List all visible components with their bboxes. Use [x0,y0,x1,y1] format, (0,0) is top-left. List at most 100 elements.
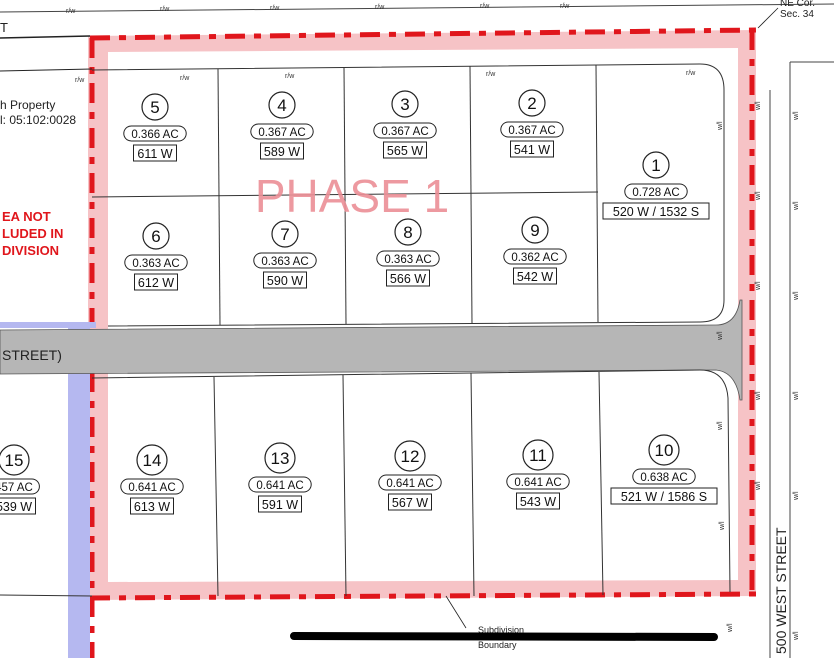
south-block-outline [91,369,731,593]
wl-marker: w/l [717,421,724,431]
lot-address-box [383,141,427,159]
lot-line-s2 [342,374,347,597]
rw-marker: r/w [66,8,76,15]
lot-address-box [388,493,432,511]
lot-number-circle [642,151,670,179]
lot-address: 566 W [390,272,426,286]
lot-address: 613 W [134,500,170,514]
lot-line-s3 [470,372,475,597]
lot-address: 542 W [517,270,553,284]
wl-marker: w/l [793,631,800,641]
lot-number-circle [142,222,170,250]
lot-number: 12 [401,447,420,466]
lot-acreage: 0.363 AC [261,256,308,268]
north-street-stub: T [0,20,8,35]
lot-acreage: 0.367 AC [258,127,305,139]
lot-acreage: 0.363 AC [384,254,431,266]
lot-number: 1 [651,156,660,175]
lot-number: 8 [403,223,412,242]
rw-marker: r/w [560,3,570,10]
lot-acreage: 0.641 AC [386,478,433,490]
lot-address: 539 W [0,500,32,514]
lot-line-s1 [213,376,219,597]
blue-strip-horizontal [0,322,96,328]
lot-address-box [386,269,430,287]
lot-acreage: 0.363 AC [132,258,179,270]
rw-marker: r/w [375,4,385,11]
lot-line-n4 [595,64,599,323]
lot-number-circle [394,218,422,246]
lot-15[interactable]: 15457 AC539 W [0,444,40,515]
north-road-line-top [0,3,834,13]
lot-address-box [134,273,178,291]
lot-address-box [130,497,174,515]
lot-address-box [510,140,554,158]
wl-marker: w/l [793,111,800,121]
excluded-note-1: EA NOT [2,209,51,224]
lot-acreage: 457 AC [0,482,33,494]
lot-number-circle [394,440,426,472]
lot-line-n1 [217,68,221,326]
lot-acreage: 0.367 AC [508,125,555,137]
street-name-left: STREET) [2,347,62,363]
boundary-leader [445,595,467,629]
lot-acreage-pill [124,254,188,271]
wl-marker: w/l [793,391,800,401]
lot-address: 521 W / 1586 S [621,490,707,504]
boundary-dash-south [89,591,757,601]
boundary-label-1: Subdivision [478,625,524,635]
rw-marker: r/w [160,6,170,13]
lot-acreage-pill [632,468,696,485]
lot-address: 589 W [264,145,300,159]
lot-line-n2 [343,67,347,325]
lot-acreage-pill [376,250,440,267]
rw-marker: r/w [75,77,85,84]
rw-marker: r/w [180,75,190,82]
lot-address-box [258,495,302,513]
lot-acreage-pill [123,125,187,142]
lot-acreage-pill [506,473,570,490]
lot-number-circle [268,91,296,119]
lot-acreage: 0.728 AC [632,187,679,199]
lot-acreage-pill [248,476,312,493]
lot-number: 13 [271,449,290,468]
rw-marker: r/w [285,73,295,80]
lot-address: 520 W / 1532 S [613,205,699,219]
boundary-label-2: Boundary [478,640,517,650]
lot-8[interactable]: 8 0.363 AC 566 W [376,218,440,287]
lot-acreage-pill [250,123,314,140]
lot-address: 591 W [262,498,298,512]
lot-acreage-pill [120,478,184,495]
lot-number: 9 [530,221,539,240]
wl-marker: w/l [793,491,800,501]
wl-marker: w/l [717,331,724,341]
wl-marker: w/l [755,281,762,291]
lot-number: 10 [655,441,674,460]
lot-address: 590 W [267,274,303,288]
excluded-note-3: DIVISION [2,243,59,258]
rw-marker: r/w [486,71,496,78]
rw-marker: r/w [270,5,280,12]
lot-address: 565 W [387,144,423,158]
lot-1[interactable]: 1 0.728 AC 520 W / 1532 S [602,151,710,220]
wl-marker: w/l [755,101,762,111]
lot-address-box [513,267,557,285]
lot-number-circle [391,90,419,118]
wl-marker: w/l [727,623,734,633]
wl-marker: w/l [717,121,724,131]
property-note-2: l: 05:102:0028 [0,113,76,127]
